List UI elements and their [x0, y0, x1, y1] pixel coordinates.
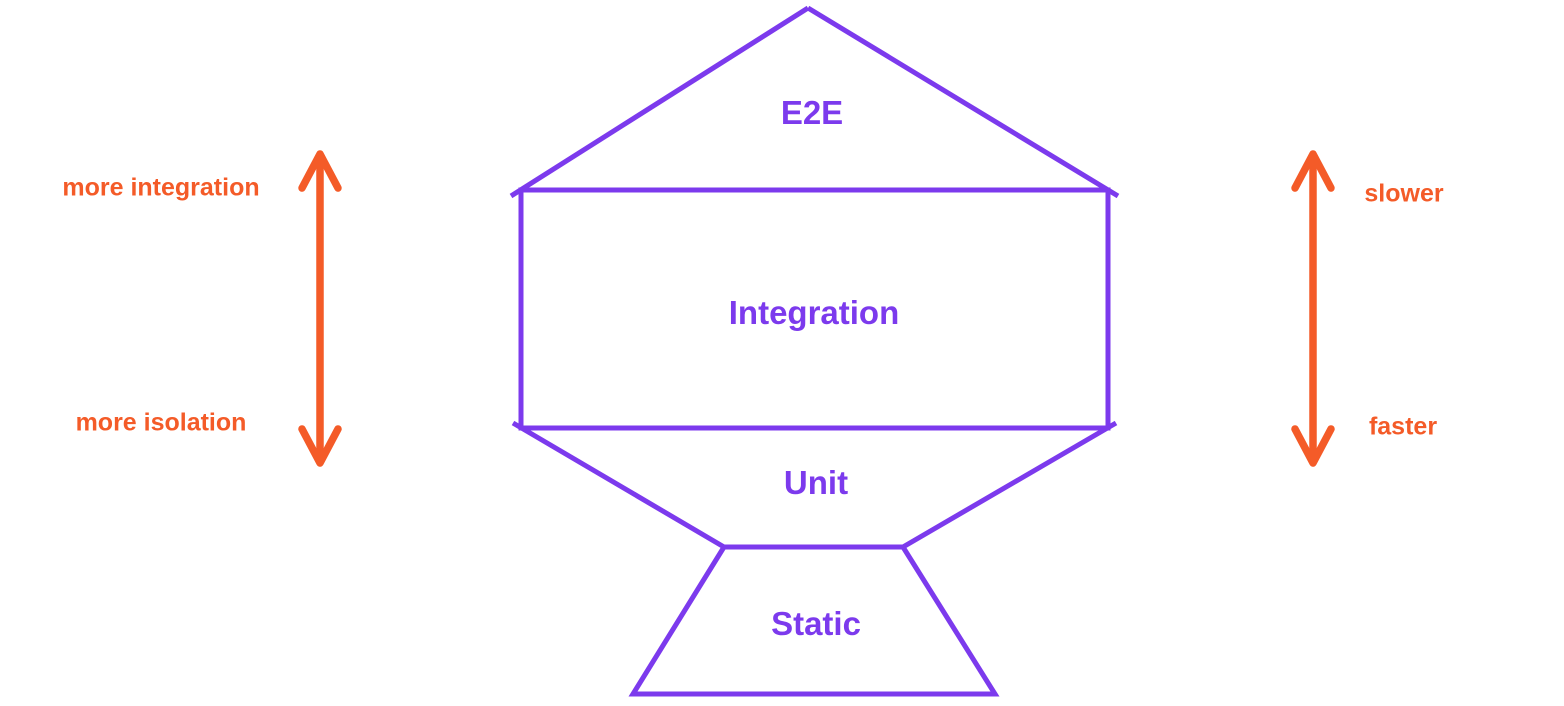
e2e-triangle-outline [509, 5, 1120, 199]
right-axis-bottom-label: faster [1368, 412, 1438, 441]
static-label: Static [771, 605, 861, 642]
unit-label: Unit [783, 464, 849, 501]
static-trapezoid-outline [628, 545, 1000, 697]
integration-rectangle-outline [518, 187, 1111, 431]
left-axis-bottom-label: more isolation [75, 408, 247, 437]
integration-label: Integration [728, 294, 900, 331]
right-axis-top-label: slower [1364, 179, 1444, 208]
left-double-arrow-icon [298, 150, 342, 467]
left-axis-top-label: more integration [62, 173, 260, 202]
right-double-arrow-icon [1291, 150, 1335, 467]
e2e-label: E2E [780, 94, 844, 131]
unit-trapezoid-outline [511, 420, 1118, 550]
